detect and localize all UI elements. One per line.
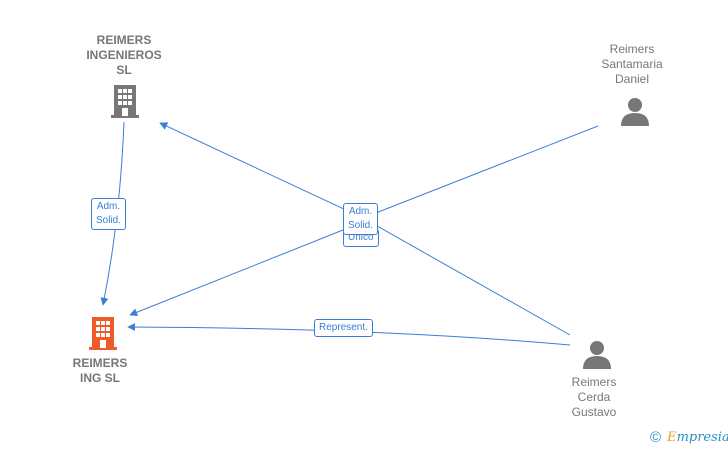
company-main-label[interactable]: REIMERS ING SL [72, 356, 128, 385]
edge-label-center-primary[interactable]: Adm. Solid. [343, 203, 379, 235]
person-icon[interactable] [583, 341, 611, 369]
building-icon[interactable] [89, 317, 117, 350]
brand-footer: © Empresia [650, 429, 728, 446]
edge-daniel-to-top [159, 122, 599, 219]
edge-gustavo-to-center [369, 221, 571, 336]
building-icon[interactable] [111, 85, 139, 118]
company-top-label[interactable]: REIMERS INGENIEROS SL [86, 33, 162, 77]
copyright-icon: © [650, 429, 662, 446]
edge-label-gustavo-to-main[interactable]: Represent. [314, 319, 373, 337]
edge-daniel-to-main [129, 221, 364, 317]
person-daniel-label[interactable]: Reimers Santamaria Daniel [601, 42, 663, 86]
person-gustavo-label[interactable]: Reimers Cerda Gustavo [571, 375, 617, 419]
edge-label-top-to-main[interactable]: Adm. Solid. [91, 198, 127, 230]
person-icon[interactable] [621, 98, 649, 126]
brand-name[interactable]: Empresia [667, 430, 728, 445]
